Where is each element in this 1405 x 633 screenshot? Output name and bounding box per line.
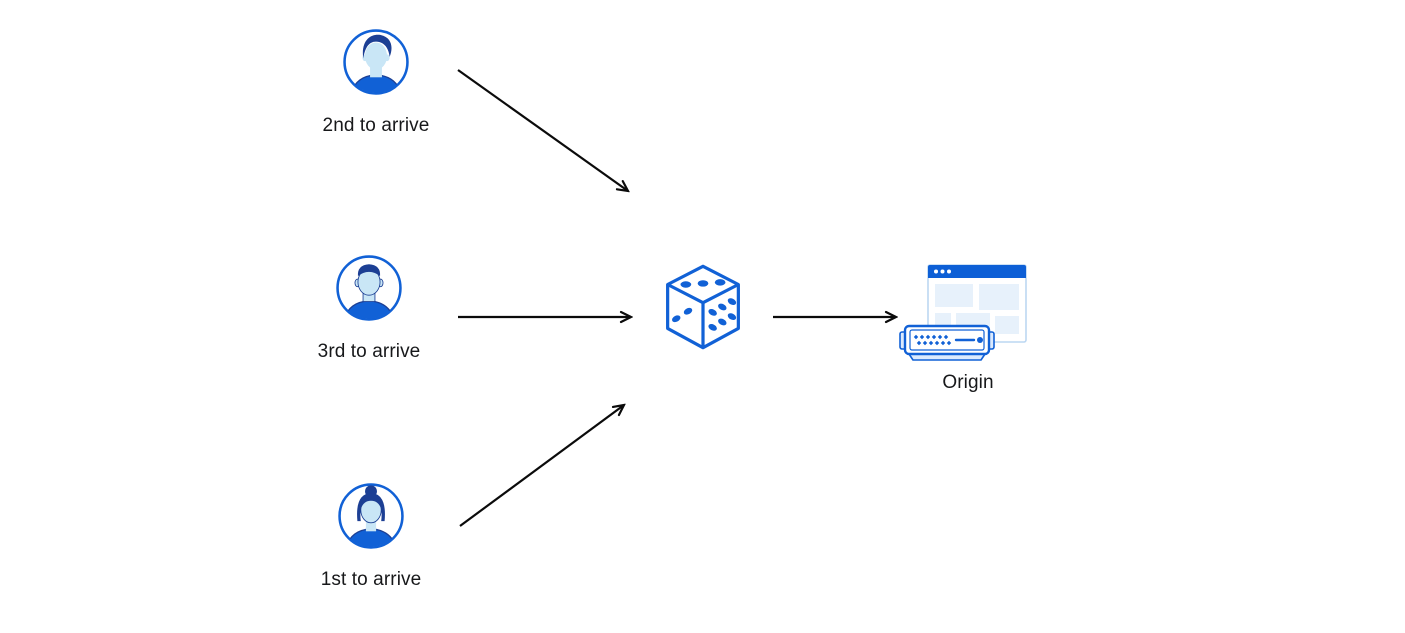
woman-bun-avatar-icon <box>338 483 404 549</box>
man-flattop-avatar-icon <box>336 255 402 321</box>
origin-group: Origin <box>898 262 1038 394</box>
avatar-2nd <box>342 28 410 96</box>
arrow-user-2nd-to-dice <box>457 69 628 191</box>
user-group-1st: 1st to arrive <box>296 482 446 591</box>
randomizer-group <box>660 262 746 352</box>
user-label-3rd: 3rd to arrive <box>317 341 421 362</box>
origin-server-browser-icon <box>899 264 1027 361</box>
user-group-2nd: 2nd to arrive <box>301 28 451 137</box>
dice-pips <box>671 279 737 331</box>
user-group-3rd: 3rd to arrive <box>294 254 444 363</box>
avatar-1st <box>337 482 405 550</box>
user-label-1st: 1st to arrive <box>320 569 422 590</box>
server-vent-dots <box>913 334 952 346</box>
man-swoop-avatar-icon <box>343 29 409 95</box>
dice-icon <box>666 264 740 350</box>
avatar-3rd <box>335 254 403 322</box>
browser-window-icon <box>927 264 1027 343</box>
user-label-2nd: 2nd to arrive <box>322 115 430 136</box>
origin-label: Origin <box>942 372 994 393</box>
server-icon <box>899 324 995 361</box>
arrow-user-1st-to-dice <box>459 405 624 527</box>
